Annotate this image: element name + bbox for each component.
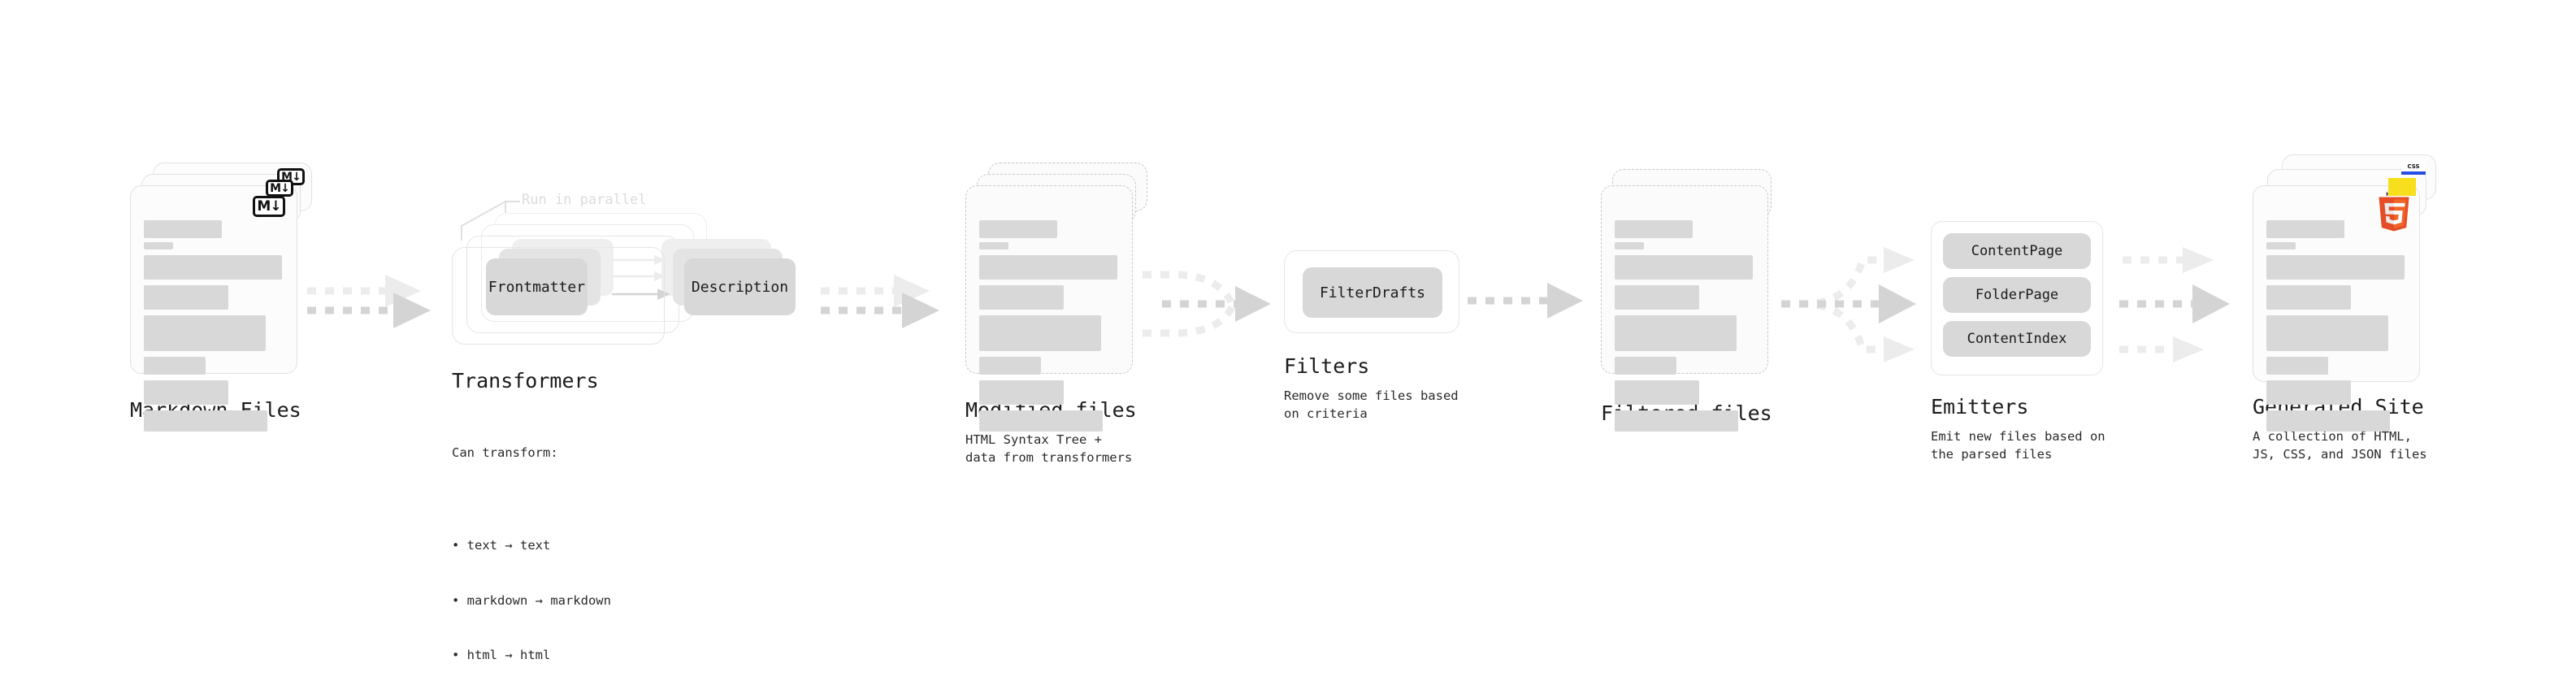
filtered-file-stack [1601,163,1788,432]
stage-generated-site: CSS HTML [2253,154,2439,464]
subtitle-generated-site: A collection of HTML, JS, CSS, and JSON … [2253,429,2427,462]
transformers-bullet-list: • text → text • markdown → markdown • ht… [452,500,611,681]
skeleton-bar [2266,255,2405,280]
connector-transformers-to-modified [821,268,967,341]
skeleton-bar [1615,255,1753,280]
filter-pill-filterdrafts[interactable]: FilterDrafts [1303,267,1442,318]
css-badge-label: CSS [2407,163,2420,170]
markdown-badge-icon: M↓ [253,196,285,217]
skeleton-bar [144,242,173,249]
connector-emitters-to-site [2119,236,2266,374]
skeleton-bar [979,220,1057,238]
transformers-subtitle-line: Can transform: [452,445,558,460]
connector-filters-to-filtered [1468,276,1606,325]
markdown-skeleton-body [144,220,284,432]
skeleton-bar [2266,410,2390,432]
emitter-pill-contentpage[interactable]: ContentPage [1943,233,2091,269]
filtered-skeleton-body [1615,220,1754,432]
label-filters: Filters [1284,354,1370,378]
skeleton-bar [144,255,282,280]
generated-site-stack: CSS HTML [2253,154,2439,432]
filters-box: FilterDrafts [1284,250,1459,333]
filtered-sheet-front [1601,185,1768,432]
skeleton-bar [1615,285,1699,310]
skeleton-bar [2266,357,2328,375]
css-badge-bar [2401,171,2426,175]
stage-emitters: ContentPage FolderPage ContentIndex Emit… [1931,221,2105,464]
skeleton-bar [1615,357,1676,375]
run-in-parallel-bracket [458,189,637,245]
stage-filtered-files: Filtered files [1601,163,1788,432]
subtitle-filters: Remove some files based on criteria [1284,388,1459,422]
skeleton-bar [144,285,228,310]
transformer-pill-description[interactable]: Description [684,258,796,315]
skeleton-bar [144,410,267,432]
transformer-pill-frontmatter[interactable]: Frontmatter [486,258,588,315]
html5-badge-icon: HTML [2377,192,2411,232]
transformers-bullet-1: • markdown → markdown [452,592,611,608]
markdown-file-stack: M↓ M↓ M↓ [130,163,317,432]
css-badge-icon: CSS [2401,160,2426,175]
emitter-pill-folderpage[interactable]: FolderPage [1943,277,2091,313]
modified-file-stack [965,163,1152,432]
transformers-bullet-0: • text → text [452,538,551,553]
skeleton-bar [979,380,1064,405]
skeleton-bar [144,315,266,351]
connector-md-to-transformers [307,268,470,341]
skeleton-bar [1615,410,1738,432]
connector-filtered-to-emitters [1781,236,1944,374]
skeleton-bar [2266,220,2344,238]
skeleton-bar [144,380,228,405]
generated-skeleton-body [2266,220,2406,432]
subtitle-modified-files: HTML Syntax Tree + data from transformer… [965,432,1133,466]
skeleton-bar [2266,285,2351,310]
skeleton-bar [144,357,206,375]
skeleton-bar [2266,380,2351,405]
run-in-parallel-label: Run in parallel [522,192,647,208]
label-transformers: Transformers [452,369,599,393]
transformers-bullet-2: • html → html [452,648,551,663]
stage-markdown-files: M↓ M↓ M↓ Markdown Files [130,163,317,432]
skeleton-bar [979,242,1008,249]
label-emitters: Emitters [1931,395,2029,419]
transformers-box-front [452,247,665,345]
skeleton-bar [1615,315,1737,351]
stage-modified-files: Modified files HTML Syntax Tree + data f… [965,163,1152,467]
subtitle-emitters: Emit new files based on the parsed files [1931,429,2105,462]
skeleton-bar [2266,242,2296,249]
skeleton-bar [979,285,1064,310]
emitter-pill-contentindex[interactable]: ContentIndex [1943,321,2091,357]
skeleton-bar [979,255,1117,280]
skeleton-bar [1615,242,1644,249]
skeleton-bar [1615,220,1693,238]
modified-sheet-front [965,185,1133,432]
skeleton-bar [979,357,1041,375]
js-badge-icon [2388,178,2416,196]
modified-skeleton-body [979,220,1119,432]
generated-sheet-html: HTML [2253,185,2420,432]
connector-modified-to-filters [1141,260,1295,349]
skeleton-bar [144,220,222,238]
markdown-sheet-front: M↓ [130,185,297,432]
skeleton-bar [2266,315,2388,351]
subtitle-transformers: Can transform: • text → text • markdown … [452,407,611,681]
emitters-box: ContentPage FolderPage ContentIndex [1931,221,2103,375]
skeleton-bar [1615,380,1699,405]
markdown-badge-back-1: M↓ [266,180,293,197]
stage-filters: FilterDrafts Filters Remove some files b… [1284,250,1459,423]
skeleton-bar [979,315,1101,351]
skeleton-bar [979,410,1103,432]
